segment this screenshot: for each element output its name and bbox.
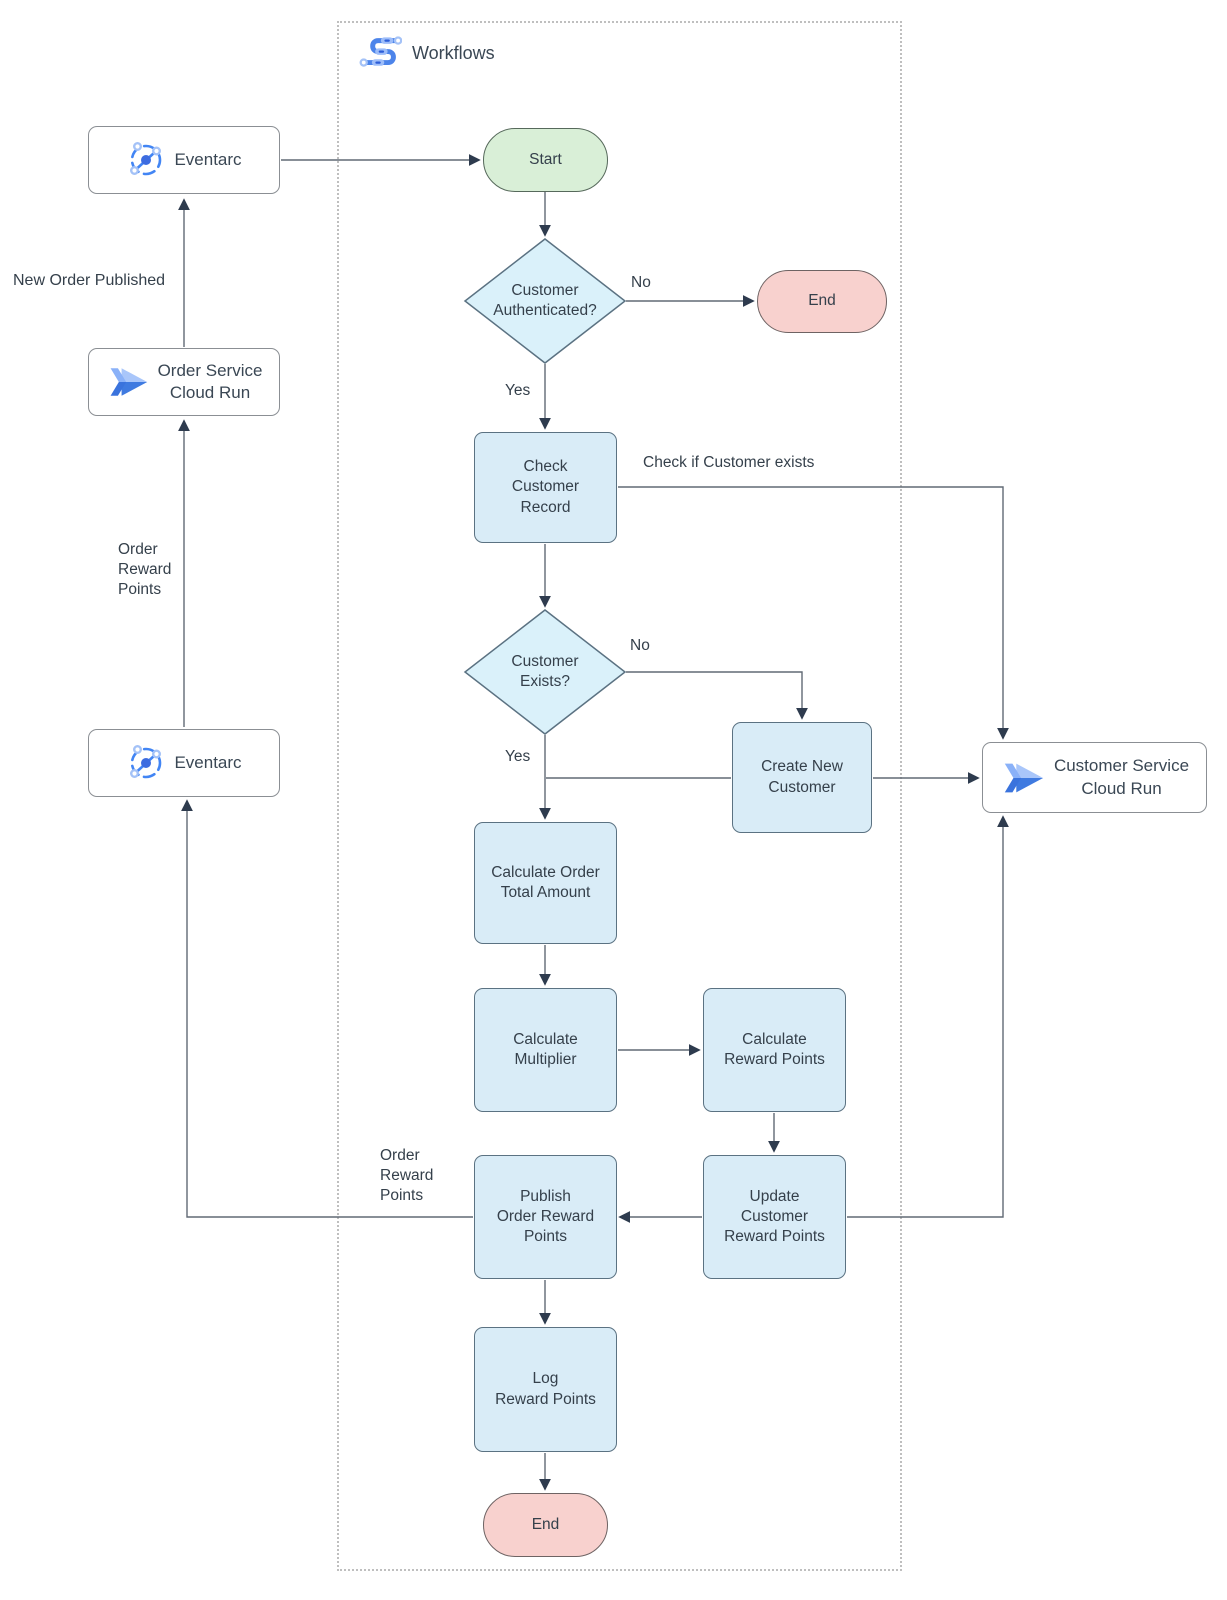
edge-check-to-customer-service [618, 486, 1009, 740]
node-publish-order-reward-points[interactable]: Publish Order Reward Points [474, 1155, 617, 1279]
node-label: Calculate Multiplier [513, 1030, 578, 1068]
node-create-new-customer[interactable]: Create New Customer [732, 722, 872, 833]
node-label: Start [529, 150, 562, 168]
workflows-icon [356, 32, 402, 74]
decision-customer-exists[interactable] [463, 609, 627, 735]
node-label: Customer Service Cloud Run [1053, 756, 1190, 798]
node-label: Calculate Reward Points [724, 1030, 825, 1068]
node-end-bottom[interactable]: End [483, 1493, 608, 1557]
workflows-header: Workflows [356, 32, 495, 74]
node-label: Create New Customer [761, 758, 843, 796]
edge-label-new-order-published: New Order Published [13, 272, 166, 289]
node-label: Publish Order Reward Points [496, 1187, 595, 1246]
node-end-top[interactable]: End [757, 270, 887, 333]
node-label: Order Service Cloud Run [157, 360, 263, 402]
cloud-run-icon [106, 360, 150, 404]
node-update-customer-reward-points[interactable]: Update Customer Reward Points [703, 1155, 846, 1279]
edge-publish-to-eventarc [181, 799, 473, 1218]
node-label: Log Reward Points [495, 1370, 596, 1408]
node-order-service-cloud-run[interactable]: Order Service Cloud Run [88, 348, 280, 416]
edge-label-check-if-customer-exists: Check if Customer exists [643, 454, 815, 471]
edge-label-auth-no: No [631, 274, 651, 291]
decision-customer-exists-label: Customer Exists? [511, 652, 579, 690]
workflows-group-container [337, 21, 902, 1571]
node-calculate-order-total[interactable]: Calculate Order Total Amount [474, 822, 617, 944]
edge-update-to-customer-service [847, 815, 1009, 1218]
node-label: Check Customer Record [511, 458, 580, 516]
edge-label-exists-yes: Yes [505, 748, 531, 765]
edge-label-auth-yes: Yes [505, 382, 531, 399]
node-eventarc-bottom[interactable]: Eventarc [88, 729, 280, 797]
edge-label-order-reward-points-publish: Order Reward Points [380, 1147, 434, 1205]
node-label: End [531, 1515, 560, 1533]
node-calculate-reward-points[interactable]: Calculate Reward Points [703, 988, 846, 1112]
decision-customer-authenticated[interactable] [463, 238, 627, 364]
node-customer-service-cloud-run[interactable]: Customer Service Cloud Run [982, 742, 1207, 813]
workflows-title: Workflows [412, 42, 495, 63]
node-label: Calculate Order Total Amount [491, 863, 600, 901]
eventarc-icon [126, 140, 166, 180]
edge-label-order-reward-points-left: Order Reward Points [118, 541, 172, 599]
node-calculate-multiplier[interactable]: Calculate Multiplier [474, 988, 617, 1112]
node-label: Eventarc [174, 149, 242, 169]
edge-label-exists-no: No [630, 637, 650, 654]
node-label: Update Customer Reward Points [724, 1187, 825, 1246]
node-label: End [808, 292, 836, 310]
cloud-run-icon [1000, 755, 1046, 801]
edge-exists-no-to-create [626, 671, 808, 720]
eventarc-icon [126, 743, 166, 783]
node-log-reward-points[interactable]: Log Reward Points [474, 1327, 617, 1452]
node-start[interactable]: Start [483, 128, 608, 192]
node-label: Eventarc [174, 752, 242, 772]
node-eventarc-top[interactable]: Eventarc [88, 126, 280, 194]
decision-customer-authenticated-label: Customer Authenticated? [493, 281, 597, 319]
node-check-customer-record[interactable]: Check Customer Record [474, 432, 617, 543]
